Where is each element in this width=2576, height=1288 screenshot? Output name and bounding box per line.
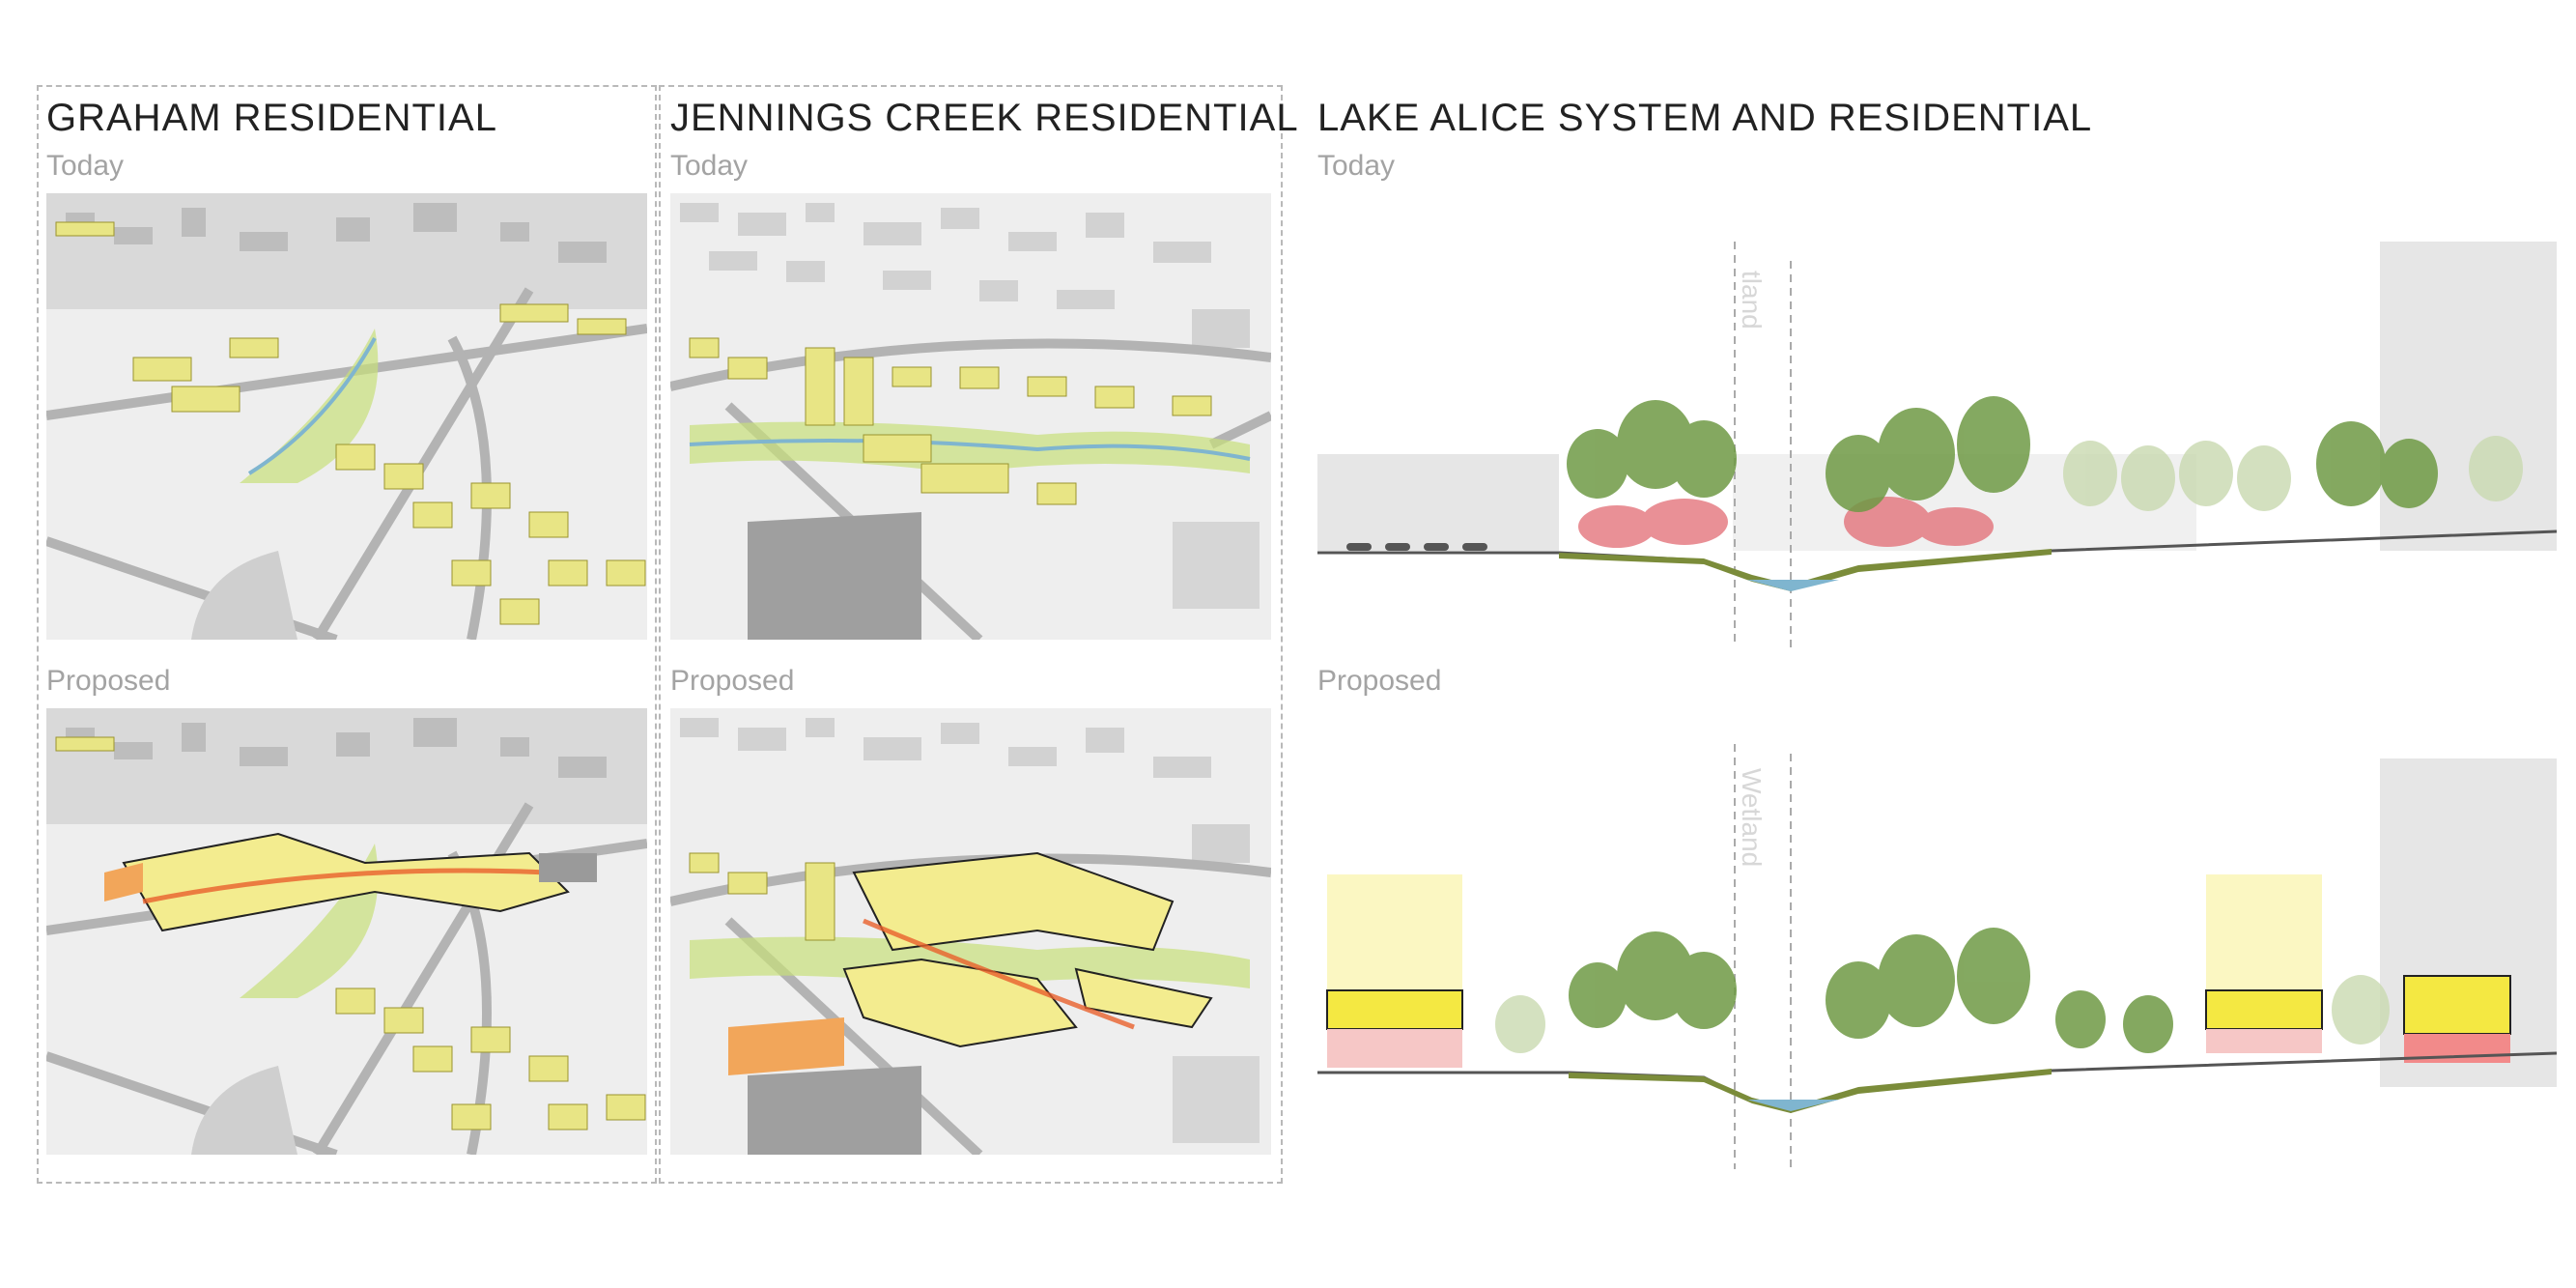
- today-wetland-label: tland: [1737, 271, 1767, 329]
- lake-alice-proposed-label: Proposed: [1317, 665, 1442, 697]
- graham-today-label: Today: [46, 150, 125, 182]
- graham-proposed-label: Proposed: [46, 665, 171, 697]
- lake-alice-today-section: tland: [1317, 232, 2557, 647]
- jennings-panel-frame: [659, 85, 1283, 1184]
- lake-alice-today-label: Today: [1317, 150, 1396, 182]
- graham-today-map: [46, 193, 647, 640]
- proposed-wetland-label: Wetland: [1737, 768, 1767, 868]
- jennings-title: JENNINGS CREEK RESIDENTIAL: [670, 97, 1299, 139]
- lake-alice-title: LAKE ALICE SYSTEM AND RESIDENTIAL: [1317, 97, 2093, 139]
- graham-proposed-map: [46, 708, 647, 1155]
- jennings-today-label: Today: [670, 150, 749, 182]
- graham-title: GRAHAM RESIDENTIAL: [46, 97, 497, 139]
- jennings-today-map: [670, 193, 1271, 640]
- jennings-proposed-map: [670, 708, 1271, 1155]
- lake-alice-proposed-section: Wetland: [1317, 744, 2557, 1169]
- jennings-proposed-label: Proposed: [670, 665, 795, 697]
- graham-panel-frame: [37, 85, 657, 1184]
